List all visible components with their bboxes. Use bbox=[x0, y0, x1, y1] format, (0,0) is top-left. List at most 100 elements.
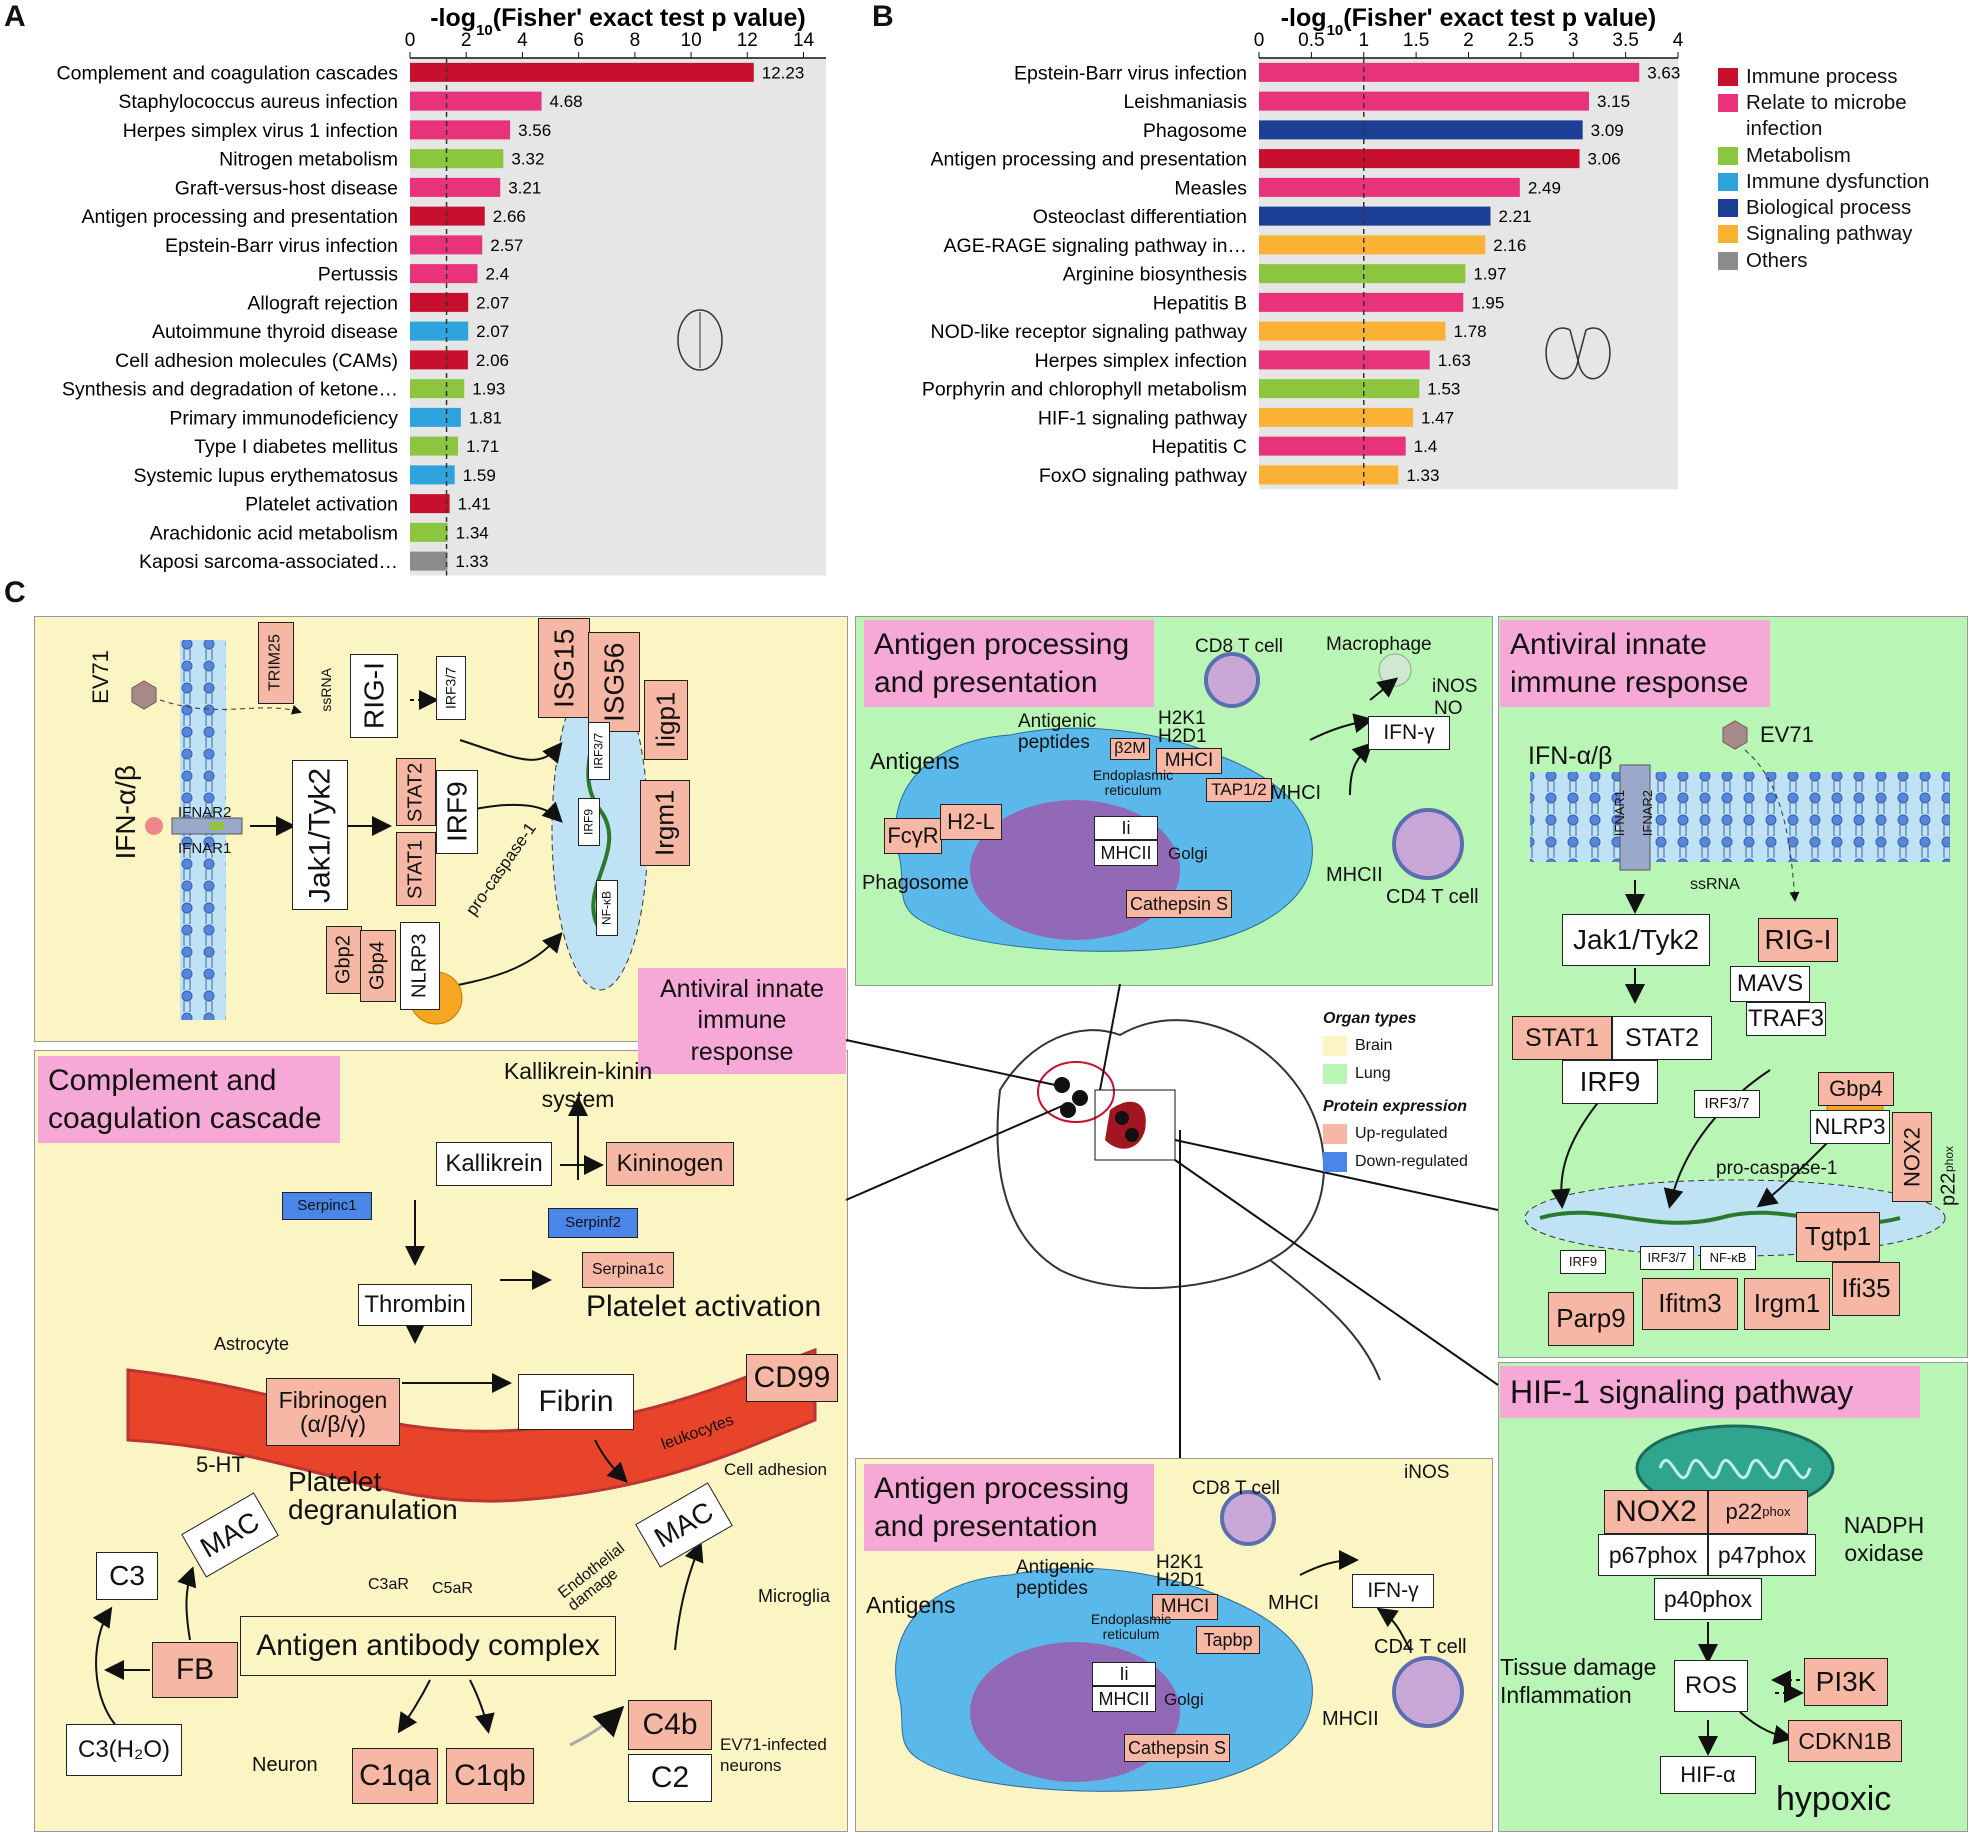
p3-nlrp3: NLRP3 bbox=[1810, 1110, 1890, 1144]
p2-antigens: Antigens bbox=[870, 748, 960, 774]
p6-p22: p22 bbox=[1725, 1499, 1763, 1525]
chart-a-bar bbox=[410, 551, 448, 571]
p2-antigenic-peptides: Antigenic peptides bbox=[1018, 711, 1097, 753]
legend-item: Signaling pathway bbox=[1718, 221, 1968, 247]
chart-a-bar bbox=[410, 177, 501, 197]
chart-b-category-label: Leishmaniasis bbox=[1123, 91, 1247, 113]
legend-label: Signaling pathway bbox=[1746, 222, 1913, 246]
chart-b-bar bbox=[1259, 62, 1640, 82]
legend-label: Relate to microbe infection bbox=[1746, 91, 1907, 141]
chart-a-plot-area bbox=[410, 58, 826, 576]
chart-a-category-label: Primary immunodeficiency bbox=[169, 407, 398, 429]
p1-irgm1: Irgm1 bbox=[640, 780, 690, 866]
p6-cdkn1b: CDKN1B bbox=[1788, 1720, 1902, 1762]
chart-a-bar bbox=[410, 264, 478, 284]
panel-letter-a: A bbox=[4, 0, 26, 33]
p5-mhci-out: MHCI bbox=[1268, 1592, 1320, 1614]
legend-swatch bbox=[1718, 94, 1738, 113]
p1-ev71: EV71 bbox=[88, 650, 113, 704]
p2-fcgr: FcγR bbox=[884, 818, 942, 854]
chart-b-tick-label: 0 bbox=[1254, 30, 1265, 51]
p1-ifnar2: IFNAR2 bbox=[178, 804, 232, 821]
p2-ifng: IFN-γ bbox=[1368, 716, 1450, 750]
chart-a-value-label: 1.34 bbox=[456, 523, 489, 542]
p3-ifi35: Ifi35 bbox=[1832, 1262, 1900, 1316]
p2-inos: iNOS bbox=[1432, 676, 1478, 697]
chart-b-bar bbox=[1259, 321, 1446, 341]
p4-microglia: Microglia bbox=[758, 1586, 831, 1606]
chart-b-value-label: 1.4 bbox=[1414, 437, 1438, 456]
legend-item: Biological process bbox=[1718, 195, 1968, 221]
chart-a-category-label: Autoimmune thyroid disease bbox=[152, 321, 398, 343]
p6-p67phox: p67phox bbox=[1598, 1534, 1708, 1576]
chart-b-category-label: Porphyrin and chlorophyll metabolism bbox=[922, 379, 1247, 401]
p5-cd8: CD8 T cell bbox=[1192, 1478, 1280, 1499]
p3-rig-i: RIG-I bbox=[1758, 918, 1838, 962]
chart-a-tick-label: 14 bbox=[793, 30, 815, 51]
legend-swatch bbox=[1718, 251, 1738, 270]
p2-er: Endoplasmic reticulum bbox=[1092, 767, 1174, 798]
p3-ev71: EV71 bbox=[1760, 722, 1814, 747]
p5-h2d1: H2D1 bbox=[1156, 1570, 1205, 1591]
p3-tgtp1: Tgtp1 bbox=[1796, 1212, 1880, 1262]
p5-tapbp: Tapbp bbox=[1196, 1626, 1260, 1654]
p4-c2: C2 bbox=[628, 1754, 712, 1802]
legend-up-label: Up-regulated bbox=[1355, 1125, 1448, 1142]
chart-b-bar bbox=[1259, 465, 1399, 485]
p1-gbp2: Gbp2 bbox=[326, 926, 362, 994]
chart-b-value-label: 2.16 bbox=[1493, 236, 1526, 255]
p3-ifn: IFN-α/β bbox=[1528, 742, 1613, 770]
chart-b-value-label: 1.78 bbox=[1453, 322, 1486, 341]
lung-icon-right bbox=[1577, 327, 1611, 380]
p2-mhci-out: MHCI bbox=[1270, 782, 1322, 804]
p2-cathepsin: Cathepsin S bbox=[1126, 890, 1232, 918]
chart-b-bar bbox=[1259, 264, 1466, 284]
p4-c3: C3 bbox=[96, 1552, 158, 1600]
chart-b-bar bbox=[1259, 177, 1520, 197]
p2-phagosome: Phagosome bbox=[862, 872, 969, 894]
chart-a-value-label: 1.93 bbox=[472, 380, 505, 399]
p1-rig-i: RIG-I bbox=[350, 654, 398, 738]
p4-astrocyte: Astrocyte bbox=[214, 1334, 290, 1354]
p2-macrophage: Macrophage bbox=[1326, 634, 1432, 655]
p2-no: NO bbox=[1434, 698, 1463, 719]
chart-b-category-label: Epstein-Barr virus infection bbox=[1014, 62, 1247, 84]
p2-golgi: Golgi bbox=[1168, 844, 1208, 863]
p1-nfkb-nuc: NF-κB bbox=[596, 880, 618, 936]
p3-traf3: TRAF3 bbox=[1746, 1002, 1826, 1036]
p4-c5ar: C5aR bbox=[432, 1580, 473, 1597]
p2-mhcii: MHCII bbox=[1094, 840, 1158, 866]
protein-expression-title: Protein expression bbox=[1323, 1098, 1468, 1115]
chart-a-category-label: Staphylococcus aureus infection bbox=[118, 91, 398, 113]
p6-nox2: NOX2 bbox=[1604, 1490, 1708, 1534]
p1-ssrna: ssRNA bbox=[318, 668, 334, 712]
p1-nlrp3: NLRP3 bbox=[400, 922, 440, 1010]
legend-label: Metabolism bbox=[1746, 143, 1851, 167]
p4-c1qa: C1qa bbox=[352, 1748, 438, 1804]
chart-b-tick-label: 1 bbox=[1358, 30, 1369, 51]
p4-fb: FB bbox=[152, 1642, 238, 1698]
p1-irf37-nuc: IRF3/7 bbox=[588, 722, 610, 780]
chart-b-bar bbox=[1259, 292, 1464, 312]
p3-parp9: Parp9 bbox=[1548, 1292, 1634, 1346]
p4-ev71-neurons: EV71-infected neurons bbox=[720, 1735, 827, 1776]
chart-a-category-label: Synthesis and degradation of ketone… bbox=[62, 379, 398, 401]
chart-a-bar bbox=[410, 62, 754, 82]
chart-a-bar bbox=[410, 206, 485, 226]
legend-item: Relate to microbe infection bbox=[1718, 90, 1968, 142]
p1-stat2: STAT2 bbox=[396, 758, 436, 826]
chart-b-bar bbox=[1259, 206, 1491, 226]
chart-a-tick-label: 4 bbox=[517, 30, 528, 51]
organ-protein-legend: Organ types Brain Lung Protein expressio… bbox=[1323, 1010, 1523, 1172]
legend-swatch bbox=[1718, 146, 1738, 165]
p3-stat1: STAT1 bbox=[1512, 1016, 1612, 1060]
chart-a-bar bbox=[410, 522, 448, 542]
brain-icon bbox=[677, 309, 723, 371]
p1-ifnar1: IFNAR1 bbox=[178, 840, 232, 857]
p2-h2d1: H2D1 bbox=[1158, 726, 1207, 747]
chart-b-category-label: AGE-RAGE signaling pathway in… bbox=[944, 235, 1247, 257]
chart-b-value-label: 1.95 bbox=[1471, 293, 1504, 312]
p6-title: HIF-1 signaling pathway bbox=[1500, 1366, 1920, 1418]
